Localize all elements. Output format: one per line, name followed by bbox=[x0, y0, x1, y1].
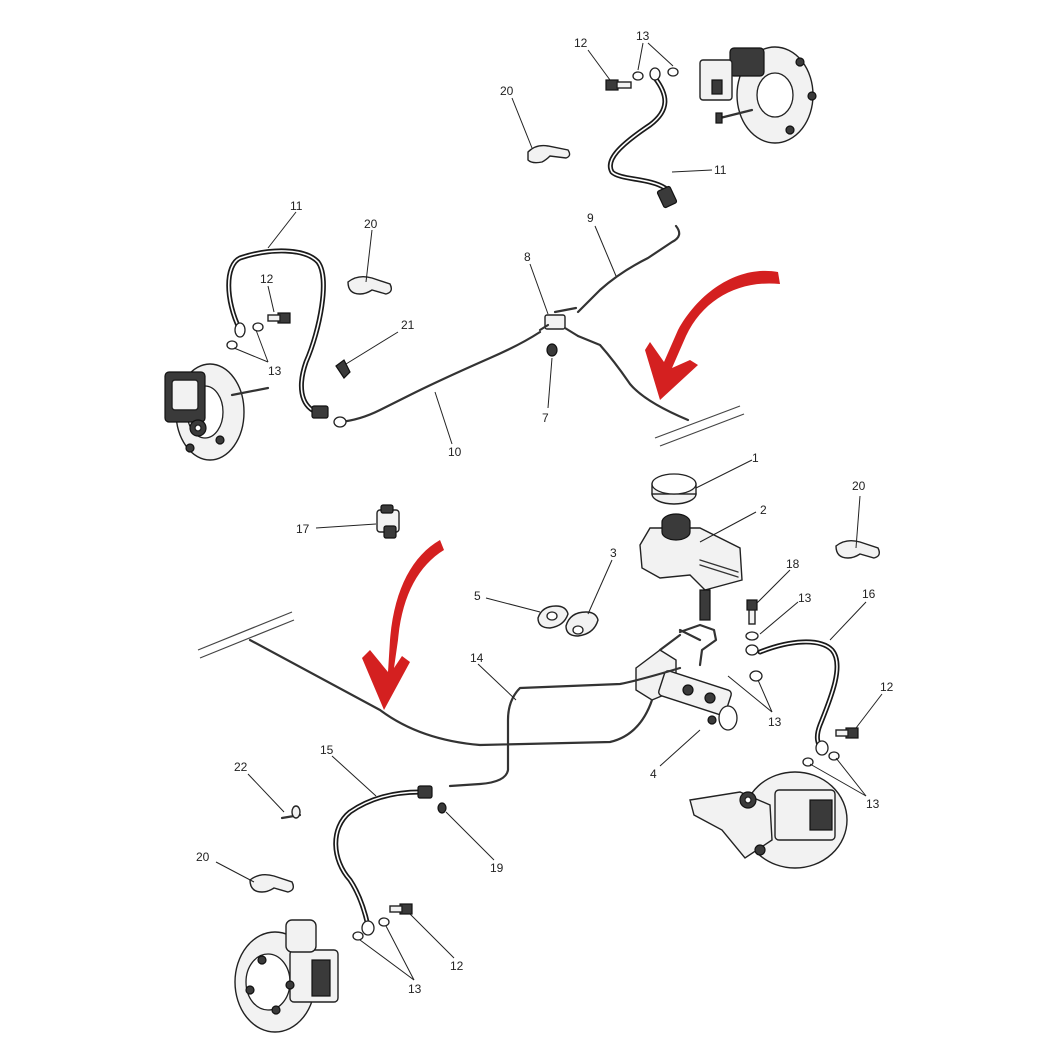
reservoir-2 bbox=[639, 513, 743, 621]
brake-pipe-14 bbox=[448, 666, 682, 788]
callout-13-top: 13 bbox=[636, 29, 650, 43]
callout-12-right: 12 bbox=[880, 680, 894, 694]
brake-hose-15 bbox=[333, 785, 433, 936]
callout-12-left: 12 bbox=[260, 272, 274, 286]
bolt-12-left bbox=[267, 312, 291, 324]
callout-17: 17 bbox=[296, 522, 310, 536]
callout-18: 18 bbox=[786, 557, 800, 571]
clip-20-right bbox=[835, 539, 881, 559]
brake-pipe-10 bbox=[338, 330, 542, 424]
callout-16: 16 bbox=[862, 587, 876, 601]
callout-22: 22 bbox=[234, 760, 248, 774]
callout-15: 15 bbox=[320, 743, 334, 757]
brake-assembly-bottom-right bbox=[689, 771, 848, 869]
callout-11-top: 11 bbox=[714, 163, 727, 177]
callout-13-mid2: 13 bbox=[768, 715, 782, 729]
brake-assembly-left bbox=[164, 363, 270, 461]
clip-20-bottom bbox=[249, 873, 295, 893]
reservoir-cap-1 bbox=[651, 473, 697, 505]
callout-20-mid: 20 bbox=[364, 217, 378, 231]
callout-20-right: 20 bbox=[852, 479, 866, 493]
bolt-7 bbox=[546, 343, 558, 357]
sensor-17 bbox=[376, 504, 400, 539]
callout-11-left: 11 bbox=[290, 199, 303, 213]
washers-13-bottom bbox=[352, 917, 390, 941]
junction-block-8 bbox=[538, 306, 580, 338]
bolt-19 bbox=[437, 802, 447, 814]
callout-20-top: 20 bbox=[500, 84, 514, 98]
callout-13-left: 13 bbox=[268, 364, 282, 378]
brake-assembly-bottom-left bbox=[234, 919, 339, 1033]
bolt-12-bottom bbox=[389, 903, 413, 915]
leader-lines bbox=[215, 42, 883, 981]
gasket-5 bbox=[537, 605, 569, 629]
callout-9: 9 bbox=[587, 211, 594, 225]
callout-13-bottom: 13 bbox=[408, 982, 422, 996]
master-cylinder-4 bbox=[635, 623, 738, 731]
clip-21 bbox=[335, 359, 351, 379]
callout-20-bottom: 20 bbox=[196, 850, 210, 864]
brake-assembly-top-right bbox=[699, 46, 817, 144]
bolt-12-right bbox=[835, 727, 859, 739]
callout-7: 7 bbox=[542, 411, 549, 425]
callout-1: 1 bbox=[752, 451, 759, 465]
bolt-12-top bbox=[605, 79, 632, 91]
callout-12-top: 12 bbox=[574, 36, 588, 50]
washers-13-left bbox=[226, 322, 264, 350]
callout-5: 5 bbox=[474, 589, 481, 603]
clip-20-top bbox=[527, 144, 571, 164]
pin-22 bbox=[280, 805, 302, 820]
callout-8: 8 bbox=[524, 250, 531, 264]
brake-hose-16 bbox=[757, 639, 840, 756]
callout-13-right: 13 bbox=[866, 797, 880, 811]
bolt-18 bbox=[746, 599, 758, 625]
callout-3: 3 bbox=[610, 546, 617, 560]
callout-10: 10 bbox=[448, 445, 462, 459]
callout-21: 21 bbox=[401, 318, 415, 332]
frame-rail-top bbox=[654, 405, 745, 447]
callout-labels: 12 13 20 11 9 11 20 8 12 21 13 7 10 1 20… bbox=[196, 29, 894, 996]
callout-14: 14 bbox=[470, 651, 484, 665]
frame-rail-bottom bbox=[197, 611, 295, 659]
callout-19: 19 bbox=[490, 861, 504, 875]
brake-hose-11-top bbox=[607, 67, 678, 209]
washers-13-mid bbox=[745, 631, 763, 682]
clip-20-mid bbox=[347, 275, 393, 295]
gasket-3 bbox=[565, 611, 599, 637]
highlight-arrow-top bbox=[645, 270, 780, 400]
callout-13-mid1: 13 bbox=[798, 591, 812, 605]
brake-hose-11-left bbox=[226, 248, 329, 419]
highlight-arrow-bottom bbox=[362, 540, 444, 710]
washers-13-top bbox=[632, 67, 679, 81]
callout-4: 4 bbox=[650, 767, 657, 781]
brake-pipe-rear bbox=[576, 334, 690, 422]
callout-12-bottom: 12 bbox=[450, 959, 464, 973]
callout-2: 2 bbox=[760, 503, 767, 517]
